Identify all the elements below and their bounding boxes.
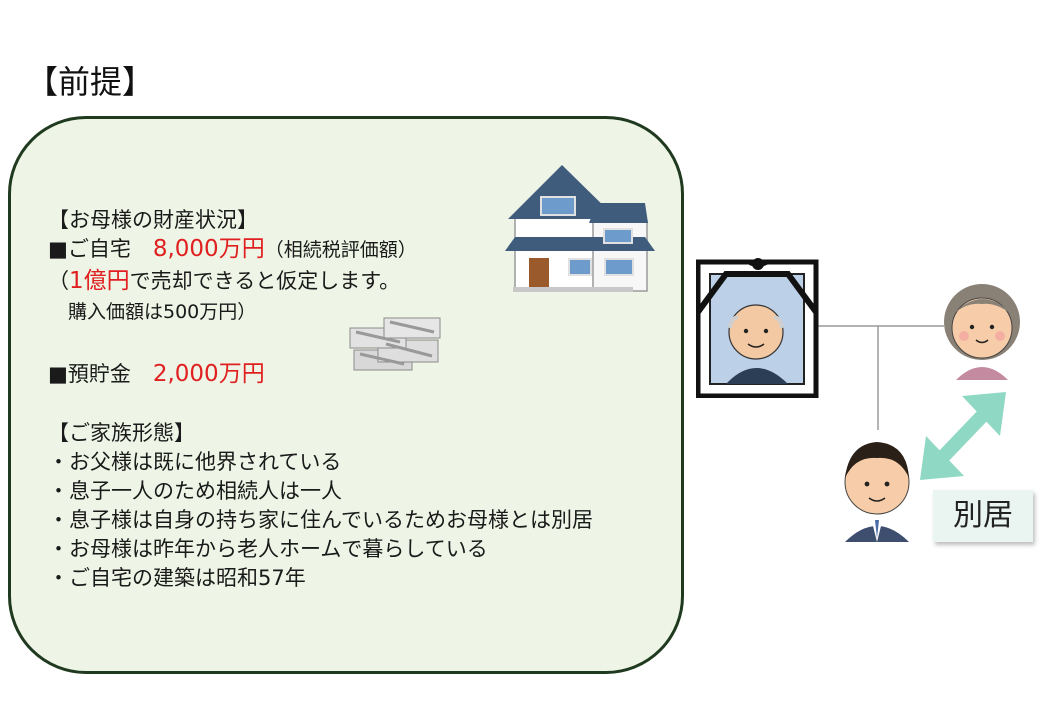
family-item: ・お母様は昨年から老人ホームで暮らしている	[48, 537, 488, 561]
son-icon	[844, 442, 910, 542]
purchase-note: 購入価額は500万円）	[68, 301, 257, 323]
savings-prefix: ■預貯金	[48, 362, 131, 386]
home-prefix: ■ご自宅	[48, 237, 131, 261]
family-item: ・ご自宅の建築は昭和57年	[48, 566, 306, 590]
sale-value: 1億円	[69, 268, 130, 294]
assets-title: 【お母様の財産状況】	[48, 208, 258, 232]
home-line: ■ご自宅 8,000万円（相続税評価額）	[48, 236, 417, 263]
mother-icon	[944, 284, 1020, 380]
family-item: ・お父様は既に他界されている	[48, 450, 342, 474]
family-title: 【ご家族形態】	[48, 421, 195, 445]
home-note: （相続税評価額）	[264, 239, 417, 261]
separate-living-label: 別居	[933, 490, 1033, 542]
savings-value: 2,000万円	[152, 361, 265, 387]
home-value: 8,000万円	[152, 236, 265, 262]
family-item: ・息子様は自身の持ち家に住んでいるためお母様とは別居	[48, 508, 593, 532]
money-icon	[349, 317, 441, 371]
savings-line: ■預貯金 2,000万円	[48, 361, 265, 387]
house-icon	[505, 165, 655, 292]
sale-open: （	[48, 269, 69, 293]
sale-rest: で売却できると仮定します。	[129, 269, 401, 293]
family-item: ・息子一人のため相続人は一人	[48, 479, 342, 503]
double-arrow-icon	[920, 392, 1006, 480]
sale-line: （1億円で売却できると仮定します。	[48, 268, 400, 294]
memorial-portrait-icon	[696, 258, 819, 398]
page-heading: 【前提】	[26, 63, 155, 101]
